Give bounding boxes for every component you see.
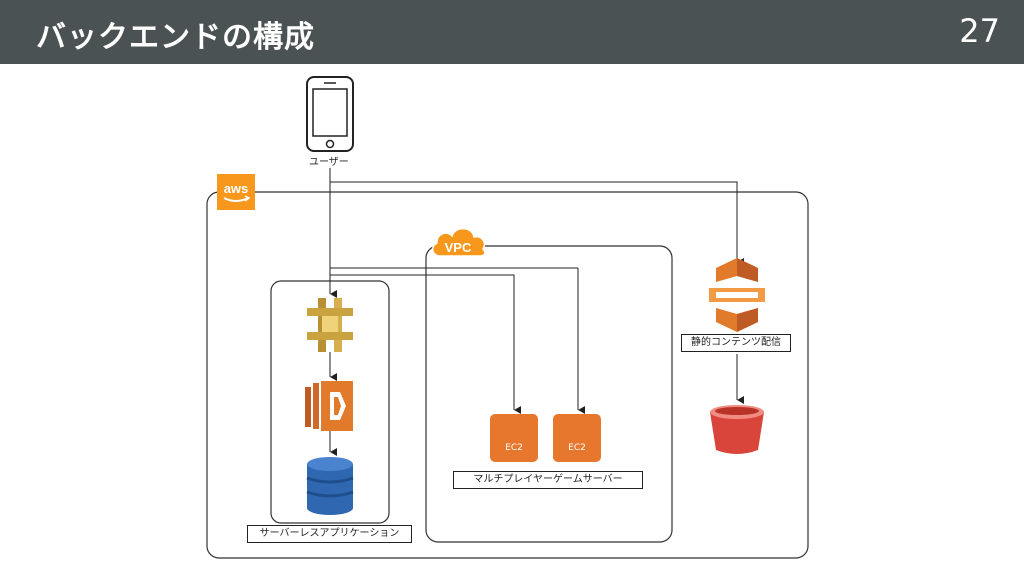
- aws-logo-icon: aws: [217, 174, 255, 210]
- vpc-label: VPC: [445, 240, 472, 255]
- ec2-instance-left: EC2: [490, 414, 538, 462]
- ec2-instance-right: EC2: [553, 414, 601, 462]
- multiplayer-server-label: マルチプレイヤーゲームサーバー: [453, 471, 643, 489]
- aws-logo-text: aws: [224, 181, 249, 196]
- user-label: ユーザー: [309, 157, 349, 168]
- serverless-app-label: サーバーレスアプリケーション: [247, 525, 412, 543]
- ec2-right-label: EC2: [568, 443, 586, 453]
- cloudfront-icon: [709, 258, 765, 332]
- vpc-cloud-icon: VPC: [432, 227, 486, 257]
- lambda-icon: [305, 381, 353, 431]
- connection-lines: [329, 168, 744, 456]
- slide-title: バックエンドの構成: [36, 20, 315, 55]
- ec2-left-label: EC2: [505, 443, 523, 453]
- vpc-container: [425, 245, 673, 543]
- dynamodb-icon: [306, 457, 354, 515]
- aws-cloud-container: [206, 191, 809, 559]
- smartphone-icon: [306, 76, 354, 152]
- static-content-label: 静的コンテンツ配信: [681, 334, 791, 352]
- page-number: 27: [959, 12, 1000, 50]
- api-gateway-icon: [307, 298, 353, 352]
- s3-bucket-icon: [710, 405, 764, 454]
- slide-header: バックエンドの構成 27: [0, 0, 1024, 64]
